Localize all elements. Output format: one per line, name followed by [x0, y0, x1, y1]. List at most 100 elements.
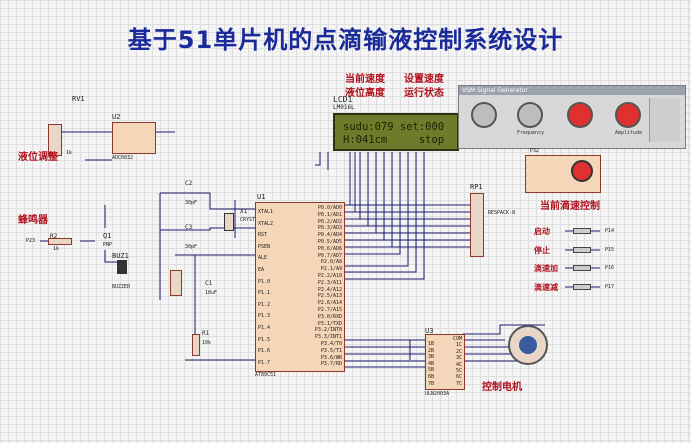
vsm-knob-level[interactable] — [567, 102, 593, 128]
start-button[interactable] — [573, 228, 591, 234]
pin-label: P3.5/T1 — [320, 347, 342, 354]
c3-value: 30pF — [185, 244, 198, 250]
pin-label: P0.6/AD6 — [317, 245, 342, 252]
pin-label: P0.2/AD2 — [317, 218, 342, 225]
pin-label: P3.0/RXD — [317, 313, 342, 320]
resistor-r2[interactable] — [48, 238, 72, 245]
pin-label: P1.5 — [258, 336, 271, 343]
vsm-waveform-selector[interactable] — [649, 98, 680, 142]
speed-up-button[interactable] — [573, 265, 591, 271]
pin-label: P0.7/AD7 — [317, 252, 342, 259]
speed-down-button[interactable] — [573, 284, 591, 290]
pin-label: P0.5/AD5 — [317, 238, 342, 245]
stepper-motor[interactable] — [508, 325, 548, 365]
pin-label: P3.6/WR — [320, 354, 342, 361]
pin-label: PSEN — [258, 243, 271, 250]
p16-label: P16 — [605, 265, 615, 271]
pin-label: 4C — [455, 361, 462, 368]
pin-label: P1.2 — [258, 301, 271, 308]
pin-label: EA — [258, 266, 265, 273]
pin-label: XTAL2 — [258, 220, 274, 227]
c1-value: 10uF — [205, 290, 218, 296]
u1-model: AT89C51 — [255, 372, 277, 378]
pin-label: P1.4 — [258, 324, 271, 331]
pin-label: P2.3/A11 — [317, 279, 342, 286]
vsm-knob-1[interactable] — [471, 102, 497, 128]
pin-label: 7B — [428, 380, 435, 387]
pin-label: 5C — [455, 368, 462, 375]
p15-label: P15 — [605, 247, 615, 253]
p23-label: P23 — [26, 238, 36, 244]
p14-label: P14 — [605, 228, 615, 234]
pin-label: 7C — [455, 380, 462, 387]
vsm-title-bar: VSM Signal Generator — [459, 86, 685, 95]
pin-label: P0.1/AD1 — [317, 211, 342, 218]
rp1-ref: RP1 — [470, 183, 483, 191]
pin-label: P3.4/T0 — [320, 340, 342, 347]
buzzer-icon[interactable] — [117, 260, 127, 274]
u3-model: ULN2003A — [425, 391, 450, 397]
vsm-knob-frequency[interactable] — [517, 102, 543, 128]
pin-label: 6B — [428, 373, 435, 380]
lcd-ref: LCD1 — [333, 95, 353, 104]
vsm-frequency-label: Frequency — [517, 130, 545, 136]
stop-button[interactable] — [573, 247, 591, 253]
speed-down-label: 滴速减 — [534, 283, 558, 292]
p17-label: P17 — [605, 284, 615, 290]
q1-ref: Q1 — [103, 232, 112, 240]
adc0832-chip[interactable] — [112, 122, 156, 154]
drip-generator-module[interactable] — [525, 155, 601, 193]
pin-label: 3C — [455, 355, 462, 362]
lcd-display[interactable]: sudu:079 set:000 H:041cm stop — [333, 113, 459, 151]
c3-ref: C3 — [185, 224, 193, 231]
pin-label: P3.1/TXD — [317, 320, 342, 327]
pin-label: P2.1/A9 — [320, 266, 342, 273]
r2-value: 1k — [53, 246, 60, 252]
x1-model: CRYSTAL — [240, 217, 262, 223]
pin-label: P3.2/INT0 — [314, 327, 342, 334]
reset-switch[interactable] — [170, 270, 182, 296]
q1-type: PNP — [103, 242, 113, 248]
potentiometer-rv1[interactable] — [48, 124, 62, 156]
crystal-x1[interactable] — [224, 213, 234, 231]
page-title: 基于51单片机的点滴输液控制系统设计 — [127, 26, 564, 54]
rv1-value: 1k — [66, 150, 73, 156]
motor-rotor-icon — [519, 336, 537, 354]
pin-label: 2B — [428, 347, 435, 354]
pin-label: P2.7/A15 — [317, 306, 342, 313]
u2-model: ADC0832 — [112, 155, 134, 161]
buz-ref: BUZ1 — [112, 252, 129, 260]
u3-ref: U3 — [425, 327, 434, 335]
resistor-pack-rp1[interactable] — [470, 193, 484, 257]
annot-buzzer: 蜂鸣器 — [18, 215, 48, 226]
vsm-signal-generator[interactable]: VSM Signal Generator Frequency Amplitude — [458, 85, 686, 149]
p32-label: P32 — [530, 148, 540, 154]
pin-label: P2.6/A14 — [317, 300, 342, 307]
rp1-model: RESPACK-8 — [488, 210, 516, 216]
resistor-r1[interactable] — [192, 334, 200, 356]
pin-label: P0.0/AD0 — [317, 205, 342, 211]
lcd-line-1: sudu:079 set:000 — [343, 121, 445, 133]
r1-ref: R1 — [202, 330, 210, 337]
vsm-amplitude-label: Amplitude — [615, 130, 643, 136]
pin-label: P2.2/A10 — [317, 272, 342, 279]
u1-ref: U1 — [257, 193, 266, 201]
pin-label: 4B — [428, 360, 435, 367]
c2-value: 30pF — [185, 200, 198, 206]
vsm-knob-amplitude[interactable] — [615, 102, 641, 128]
pin-label: 1C — [455, 342, 462, 349]
lcd-line-2: H:041cm stop — [343, 134, 445, 146]
pin-label: P0.4/AD4 — [317, 232, 342, 239]
annot-level-adjust: 液位调整 — [18, 152, 58, 163]
pin-label: P1.7 — [258, 359, 271, 366]
pin-label: P3.7/RD — [320, 361, 342, 368]
pin-label: 6C — [455, 374, 462, 381]
drip-speed-knob[interactable] — [571, 160, 593, 182]
pin-label: 2C — [455, 348, 462, 355]
